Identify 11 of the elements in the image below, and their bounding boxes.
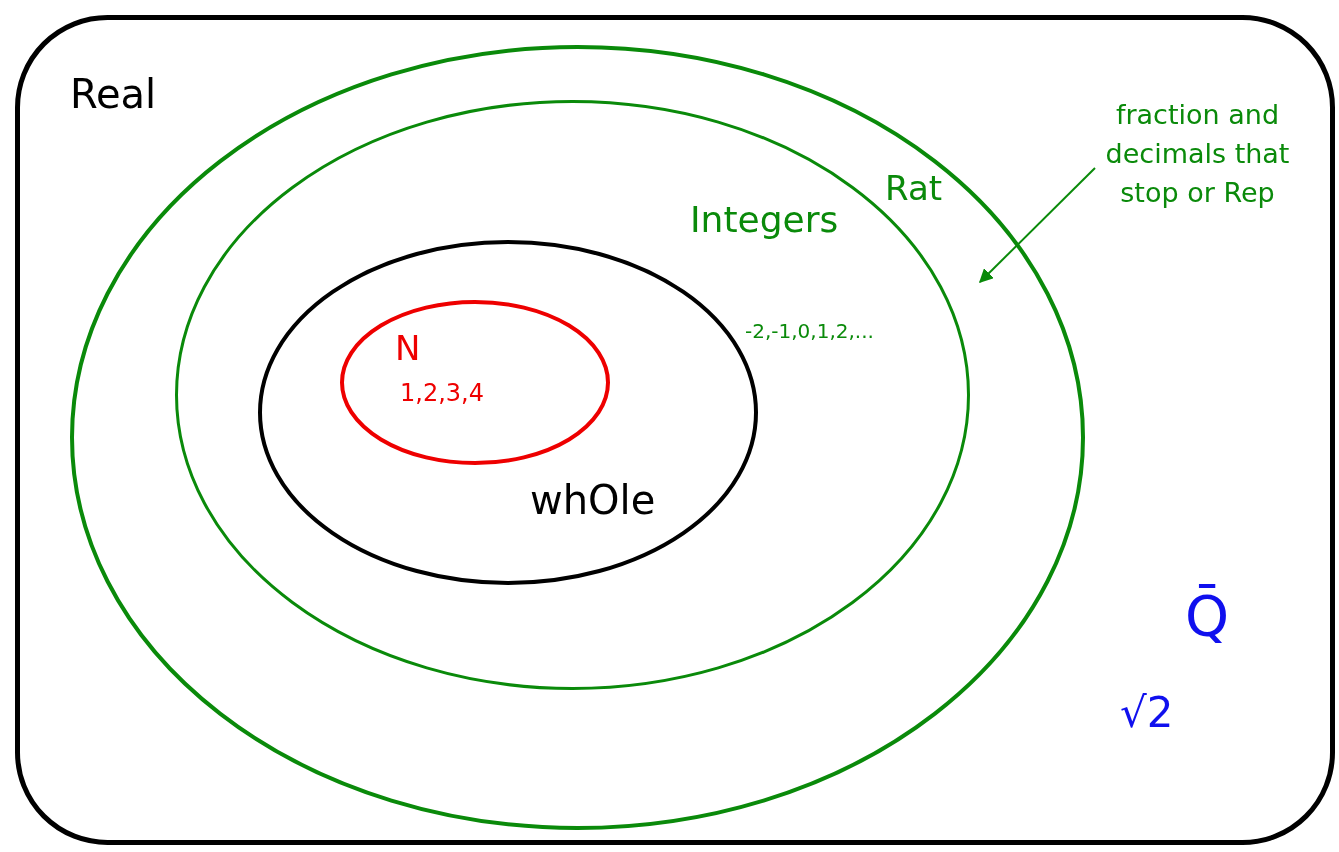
set-name: Rat [885,170,943,208]
math-expression: √2 [1120,690,1174,737]
set-name: Integers [690,200,839,240]
set-name: whOle [530,478,656,522]
number-list: 1,2,3,4 [400,380,484,407]
set-name: N [395,330,421,368]
annotation-note: fraction and decimals that stop or Rep [1104,98,1291,211]
number-list: -2,-1,0,1,2,... [745,320,874,342]
set-symbol: Q̄ [1185,585,1230,647]
set-name: Real [70,72,157,116]
arrow [979,167,1096,283]
